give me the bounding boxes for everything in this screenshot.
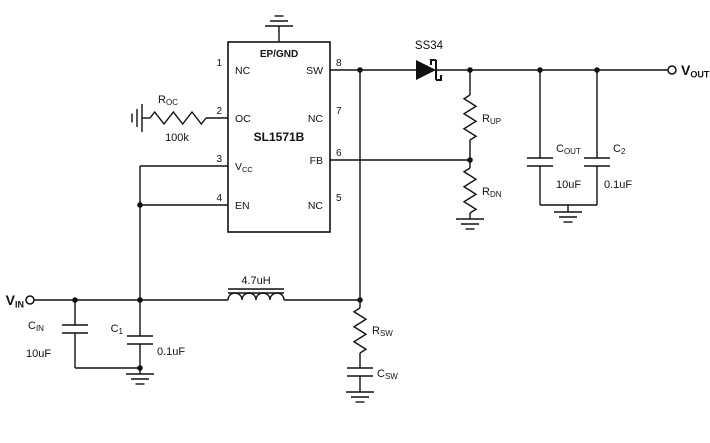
- ground-input-caps-icon: [126, 373, 154, 385]
- ic-pin6-number: 6: [336, 148, 342, 159]
- resistor-rup: RUP: [462, 94, 501, 141]
- ic-pin4-label: EN: [235, 200, 250, 212]
- ground-csw-icon: [346, 391, 374, 403]
- resistor-rdn: RDN: [462, 167, 502, 214]
- inductor-l1-value: 4.7uH: [241, 275, 270, 287]
- ic-sl1571b: EP/GND SL1571B 1 2 3 4 8 7 6 5 NC OC VCC…: [216, 41, 342, 233]
- resistor-rsw-ref: RSW: [372, 325, 393, 338]
- capacitor-c1-ref: C1: [111, 323, 124, 336]
- ic-pin5-label: NC: [308, 200, 324, 212]
- ground-top-icon: [265, 15, 293, 27]
- ground-rdn-icon: [456, 218, 484, 230]
- resistor-roc-value: 100k: [165, 132, 189, 144]
- resistor-rdn-ref: RDN: [482, 186, 502, 199]
- ic-pin1-label: NC: [235, 65, 251, 77]
- terminal-vin: VIN: [6, 292, 35, 310]
- ground-output-caps-icon: [554, 211, 582, 223]
- wires: [34, 26, 668, 392]
- resistor-roc-ref: ROC: [158, 94, 178, 107]
- ic-pin5-number: 5: [336, 193, 342, 204]
- capacitor-c1: C1 0.1uF: [111, 323, 186, 358]
- ground-roc-icon: [131, 104, 143, 132]
- diode-ss34: SS34: [415, 40, 444, 81]
- ic-pin6-label: FB: [310, 155, 323, 167]
- ic-pin2-label: OC: [235, 113, 251, 125]
- capacitor-c1-value: 0.1uF: [157, 346, 185, 358]
- diode-anode-icon: [416, 60, 436, 80]
- capacitor-c2: C2 0.1uF: [584, 143, 632, 191]
- resistor-roc: ROC 100k: [149, 94, 207, 144]
- resistor-rsw: RSW: [352, 307, 393, 354]
- ic-exposed-pad-label: EP/GND: [260, 49, 298, 60]
- ic-pin2-number: 2: [216, 106, 222, 117]
- capacitor-cin-ref: CIN: [28, 320, 44, 333]
- capacitor-cin: CIN 10uF: [26, 320, 88, 360]
- ic-pin8-number: 8: [336, 58, 342, 69]
- capacitor-csw-ref: CSW: [377, 368, 398, 381]
- ic-pin3-label: VCC: [235, 161, 253, 174]
- diode-ss34-part: SS34: [415, 40, 444, 52]
- junction-dots: [72, 67, 600, 371]
- capacitor-cout-value: 10uF: [556, 179, 581, 191]
- ic-pin7-label: NC: [308, 113, 324, 125]
- capacitor-c2-value: 0.1uF: [604, 179, 632, 191]
- capacitor-cin-value: 10uF: [26, 348, 51, 360]
- ic-pin4-number: 4: [216, 193, 222, 204]
- resistor-rup-ref: RUP: [482, 113, 501, 126]
- terminal-vout: VOUT: [667, 62, 710, 80]
- vout-terminal-icon: [667, 65, 677, 75]
- inductor-l1: 4.7uH: [227, 275, 285, 301]
- ic-pin8-label: SW: [306, 65, 323, 77]
- vout-label: VOUT: [681, 62, 710, 80]
- capacitor-cout: COUT 10uF: [527, 143, 581, 191]
- ic-part-number: SL1571B: [254, 130, 305, 144]
- ic-pin1-number: 1: [216, 58, 222, 69]
- capacitor-c2-ref: C2: [613, 143, 626, 156]
- vin-terminal-icon: [25, 295, 35, 305]
- ic-pin3-number: 3: [216, 154, 222, 165]
- capacitor-csw: CSW: [347, 367, 398, 381]
- ic-pin7-number: 7: [336, 106, 342, 117]
- capacitor-cout-ref: COUT: [556, 143, 581, 156]
- vin-label: VIN: [6, 292, 24, 310]
